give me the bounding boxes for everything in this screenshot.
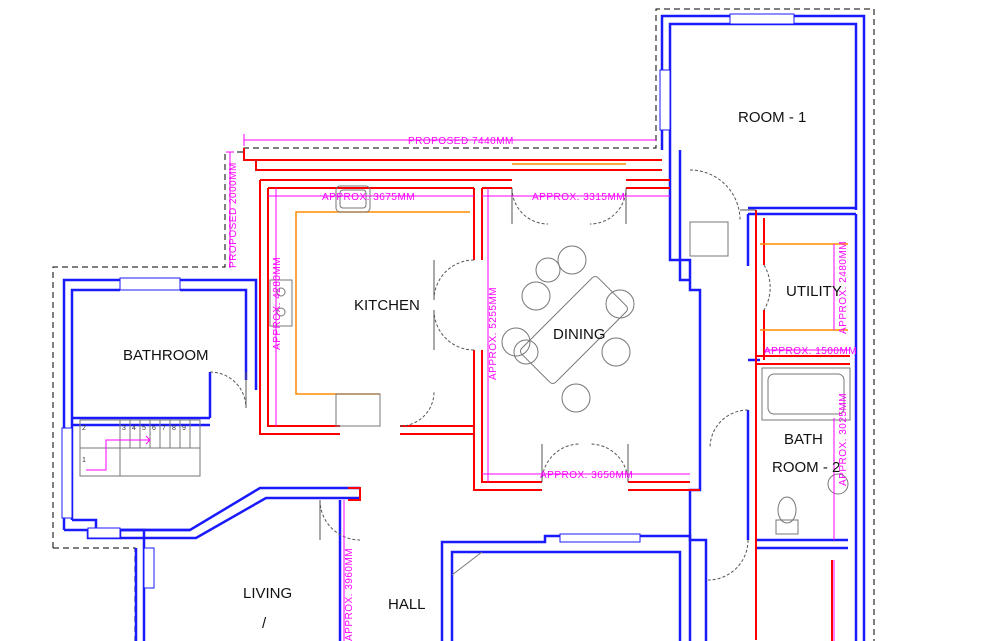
dim-proposed-depth: PROPOSED 2000MM xyxy=(228,162,239,268)
dim-dining-width-top: APPROX. 3315MM xyxy=(532,192,625,203)
dim-utility-depth: APPROX. 2480MM xyxy=(838,241,849,334)
dim-proposed-width: PROPOSED 7440MM xyxy=(408,136,514,147)
existing-walls xyxy=(62,14,866,641)
room-label-utility: UTILITY xyxy=(786,283,842,300)
room-label-dining: DINING xyxy=(553,326,606,343)
dim-dining-depth: APPROX. 5255MM xyxy=(488,287,499,380)
proposed-walls xyxy=(243,148,850,641)
room-label-kitchen: KITCHEN xyxy=(354,297,420,314)
svg-text:5: 5 xyxy=(142,425,146,432)
svg-text:2: 2 xyxy=(82,425,86,432)
dim-kitchen-depth: APPROX. 4280MM xyxy=(272,257,283,350)
room-label-bath2-line1: BATH xyxy=(784,431,823,448)
staircase xyxy=(79,419,201,477)
kitchen-sink xyxy=(335,185,371,213)
svg-text:4: 4 xyxy=(132,425,136,432)
dimension-lines xyxy=(226,134,850,641)
room-label-living-slash: / xyxy=(262,615,267,632)
svg-text:6: 6 xyxy=(152,425,156,432)
proposed-outline xyxy=(52,8,875,641)
door-leaves xyxy=(245,188,756,540)
fixtures xyxy=(269,185,851,576)
dim-bath2-depth: APPROX. 3025MM xyxy=(838,393,849,486)
svg-text:3: 3 xyxy=(122,425,126,432)
stair-numbers: 1 2 3 4 5 6 7 8 9 xyxy=(82,425,186,464)
svg-text:7: 7 xyxy=(162,425,166,432)
bath xyxy=(761,367,851,421)
dim-kitchen-width: APPROX. 3675MM xyxy=(322,192,415,203)
dim-dining-width-bottom: APPROX. 3650MM xyxy=(540,470,633,481)
windows xyxy=(61,13,795,589)
svg-text:8: 8 xyxy=(172,425,176,432)
room-label-bathroom: BATHROOM xyxy=(123,347,209,364)
toilet xyxy=(777,496,797,524)
room-label-living: LIVING xyxy=(243,585,292,602)
dim-utility-width: APPROX. 1500MM xyxy=(764,346,857,357)
hob xyxy=(269,279,293,327)
room-label-room1: ROOM - 1 xyxy=(738,109,806,126)
svg-text:9: 9 xyxy=(182,425,186,432)
room-label-bath2-line2: ROOM - 2 xyxy=(772,459,840,476)
room-label-hall: HALL xyxy=(388,596,426,613)
doors xyxy=(209,169,771,581)
svg-text:1: 1 xyxy=(82,457,86,464)
dim-hall-depth: APPROX. 3960MM xyxy=(344,548,355,641)
